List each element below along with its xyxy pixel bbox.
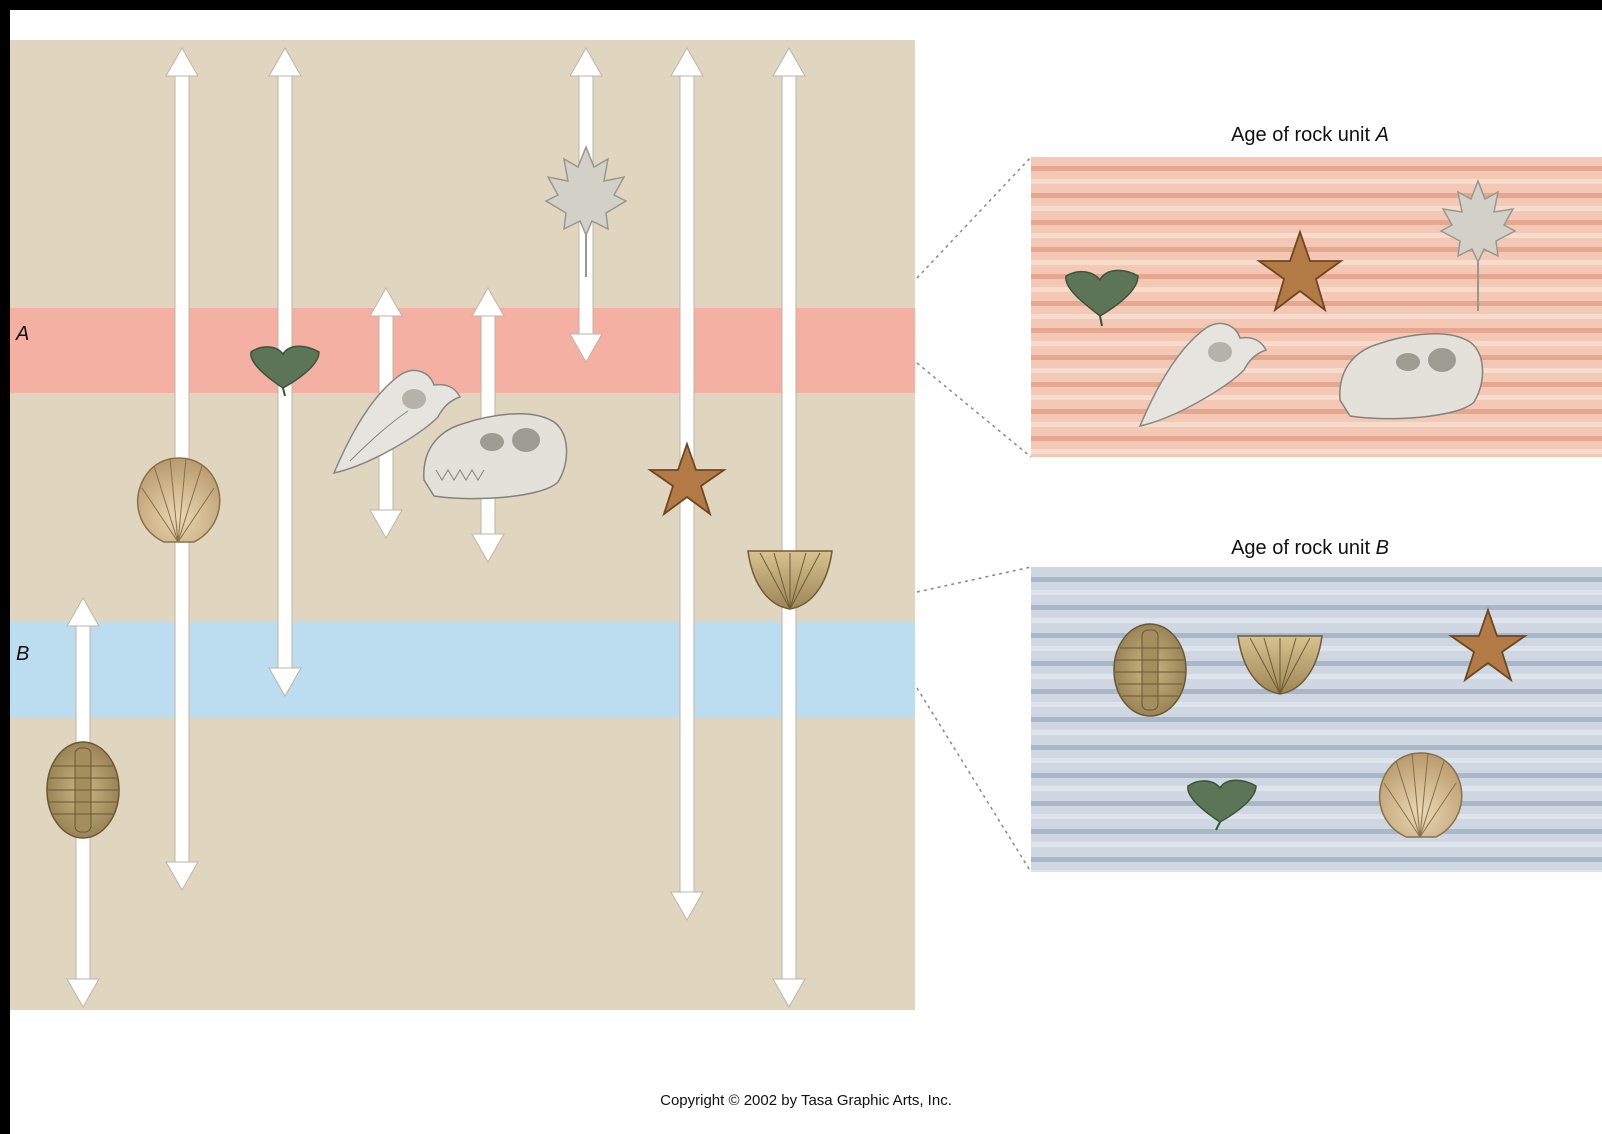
maple-leaf-icon	[546, 147, 626, 277]
starfish-icon	[1451, 610, 1525, 680]
starfish-icon	[1259, 232, 1341, 310]
brachiopod-icon	[748, 551, 832, 609]
ginkgo-icon	[1188, 780, 1256, 830]
diagram-canvas: A B Age of rock unit A Age of rock unit …	[10, 10, 1602, 1134]
trilobite-icon	[1114, 624, 1186, 716]
scallop-shell-icon	[138, 458, 220, 542]
diagram-overlay	[10, 10, 1602, 1134]
scallop-shell-icon	[1380, 753, 1462, 837]
maple-leaf-icon	[1441, 181, 1515, 311]
ginkgo-icon	[1066, 270, 1138, 326]
bird-skull-icon	[1140, 323, 1266, 426]
panel-a-fossils	[1066, 181, 1515, 426]
dinosaur-skull-icon	[424, 414, 567, 499]
panel-b-fossils	[1114, 610, 1525, 837]
dinosaur-skull-icon	[1340, 334, 1483, 419]
range-arrow-brachiopod	[773, 48, 805, 1007]
brachiopod-icon	[1238, 636, 1322, 694]
trilobite-icon	[47, 742, 119, 838]
connector-lines	[917, 157, 1031, 872]
